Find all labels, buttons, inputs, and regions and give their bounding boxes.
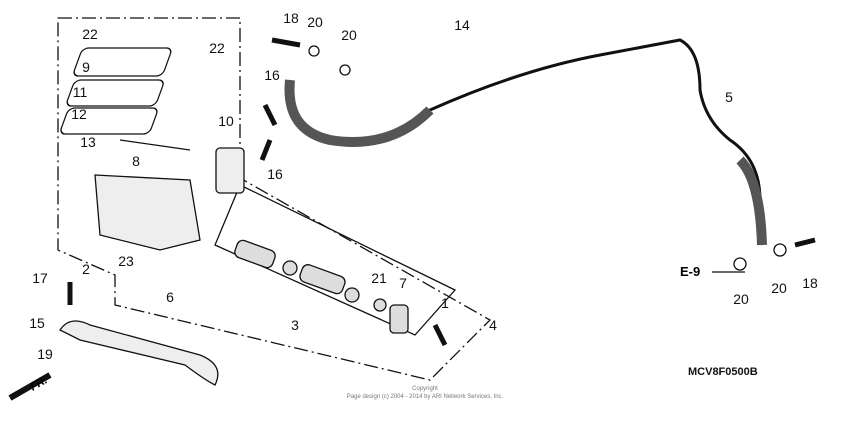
reservoir-group-outline xyxy=(57,17,492,381)
callout-16: 16 xyxy=(264,67,280,83)
callout-10: 10 xyxy=(218,113,234,129)
washers xyxy=(308,45,787,271)
callout-19: 19 xyxy=(37,346,53,362)
bolts xyxy=(67,37,816,347)
master-cylinder-body xyxy=(94,174,201,251)
clutch-lever xyxy=(59,320,219,386)
callout-22: 22 xyxy=(82,26,98,42)
piston-parts xyxy=(234,239,409,334)
gasket-13 xyxy=(119,139,191,151)
callout-6: 6 xyxy=(166,289,174,305)
callout-7: 7 xyxy=(399,275,407,291)
callout-11: 11 xyxy=(72,84,88,100)
callout-21: 21 xyxy=(371,270,387,286)
callout-14: 14 xyxy=(454,17,470,33)
callout-9: 9 xyxy=(82,59,90,75)
callout-20: 20 xyxy=(341,27,357,43)
callout-12: 12 xyxy=(71,106,87,122)
callout-20: 20 xyxy=(733,291,749,307)
reservoir-cap xyxy=(73,47,172,77)
section-reference[interactable]: E-9 xyxy=(680,264,701,279)
callout-5: 5 xyxy=(725,89,733,105)
hose-sheath xyxy=(284,79,434,147)
callout-1: 1 xyxy=(441,295,449,311)
callout-2: 2 xyxy=(82,261,90,277)
piston-group-outline xyxy=(214,184,457,336)
callout-22: 22 xyxy=(209,40,225,56)
front-arrow xyxy=(8,372,52,401)
diaphragm xyxy=(60,107,158,135)
callout-20: 20 xyxy=(771,280,787,296)
callout-23: 23 xyxy=(118,253,134,269)
callout-8: 8 xyxy=(132,153,140,169)
diaphragm-plate xyxy=(66,79,164,107)
callout-4: 4 xyxy=(489,317,497,333)
holder-10 xyxy=(215,147,245,194)
callout-20: 20 xyxy=(307,14,323,30)
callout-3: 3 xyxy=(291,317,299,333)
callout-18: 18 xyxy=(283,10,299,26)
diagram-code: MCV8F0500B xyxy=(688,366,758,378)
callout-13: 13 xyxy=(80,134,96,150)
callout-18: 18 xyxy=(802,275,818,291)
callout-17: 17 xyxy=(32,270,48,286)
callout-16: 16 xyxy=(267,166,283,182)
callout-15: 15 xyxy=(29,315,45,331)
